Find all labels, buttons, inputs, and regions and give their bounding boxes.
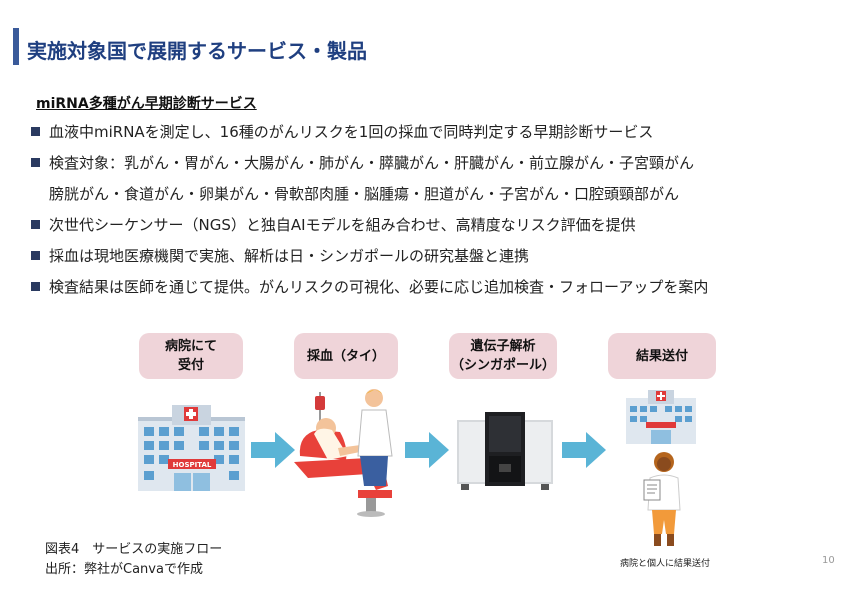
bullet-text: 血液中miRNAを測定し、16種のがんリスクを1回の採血で同時判定する早期診断サ… [49, 123, 654, 141]
bullet-item: 採血は現地医療機関で実施、解析は日・シンガポールの研究基盤と連携 [31, 244, 831, 275]
step-label: 遺伝子解析 [470, 339, 536, 354]
square-bullet-icon [31, 220, 40, 229]
step-blood-draw-box: 採血（タイ） [294, 333, 398, 379]
source-caption: 出所：弊社がCanvaで作成 [45, 562, 203, 577]
step-label: 結果送付 [635, 348, 688, 364]
bullet-text: 膀胱がん・食道がん・卵巣がん・骨軟部肉腫・脳腫瘍・胆道がん・子宮がん・口腔頭頸部… [49, 185, 680, 203]
bullet-text: 次世代シーケンサー（NGS）と独自AIモデルを組み合わせ、高精度なリスク評価を提… [49, 216, 636, 234]
flow-arrow-icon [405, 432, 449, 468]
bullet-item: 血液中miRNAを測定し、16種のがんリスクを1回の採血で同時判定する早期診断サ… [31, 120, 831, 151]
bullet-list: 血液中miRNAを測定し、16種のがんリスクを1回の採血で同時判定する早期診断サ… [31, 120, 831, 306]
hospital-building-icon: HOSPITAL [138, 405, 245, 491]
section-subtitle: miRNA多種がん早期診断サービス [36, 96, 257, 112]
title-accent-bar [13, 28, 19, 65]
gene-sequencer-icon [457, 412, 553, 490]
bullet-continuation: 膀胱がん・食道がん・卵巣がん・骨軟部肉腫・脳腫瘍・胆道がん・子宮がん・口腔頭頸部… [31, 182, 831, 213]
step-label: （シンガポール） [450, 358, 555, 373]
patient-with-report-icon [643, 452, 681, 546]
figure-caption: 図表4 サービスの実施フロー [45, 542, 223, 557]
page-number: 10 [822, 555, 835, 566]
bullet-item: 次世代シーケンサー（NGS）と独自AIモデルを組み合わせ、高精度なリスク評価を提… [31, 213, 831, 244]
result-hospital-icon [626, 390, 696, 444]
square-bullet-icon [31, 282, 40, 291]
page-title: 実施対象国で展開するサービス・製品 [27, 39, 367, 63]
hospital-sign-text: HOSPITAL [173, 461, 212, 469]
step-label: 採血（タイ） [306, 348, 385, 364]
result-caption: 病院と個人に結果送付 [620, 559, 711, 569]
step-label: 病院にて [164, 339, 217, 354]
blood-draw-illustration-icon [294, 389, 393, 517]
step-reception-box: 病院にて 受付 [139, 333, 243, 379]
step-result-box: 結果送付 [608, 333, 716, 379]
square-bullet-icon [31, 251, 40, 260]
flow-arrow-icon [251, 432, 295, 468]
bullet-item: 検査対象：乳がん・胃がん・大腸がん・肺がん・膵臓がん・肝臓がん・前立腺がん・子宮… [31, 151, 831, 182]
step-gene-analysis-box: 遺伝子解析 （シンガポール） [449, 333, 557, 379]
flow-arrow-icon [562, 432, 606, 468]
bullet-text: 検査結果は医師を通じて提供。がんリスクの可視化、必要に応じ追加検査・フォローアッ… [49, 278, 709, 296]
step-label: 受付 [177, 358, 204, 373]
square-bullet-icon [31, 158, 40, 167]
bullet-text: 検査対象：乳がん・胃がん・大腸がん・肺がん・膵臓がん・肝臓がん・前立腺がん・子宮… [49, 154, 695, 172]
bullet-item: 検査結果は医師を通じて提供。がんリスクの可視化、必要に応じ追加検査・フォローアッ… [31, 275, 831, 306]
square-bullet-icon [31, 127, 40, 136]
bullet-text: 採血は現地医療機関で実施、解析は日・シンガポールの研究基盤と連携 [49, 247, 530, 265]
